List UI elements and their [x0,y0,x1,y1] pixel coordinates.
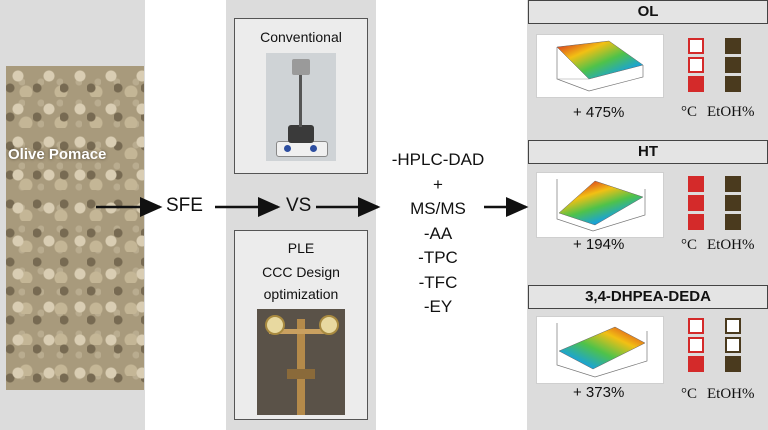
conventional-photo [266,53,336,161]
ple-title: PLE [287,240,315,256]
ple-box: PLE CCC Design optimization [234,230,368,420]
level-cell [725,195,741,211]
result-title-dhpea-deda: 3,4-DHPEA-DEDA [528,285,768,309]
etoh-unit-ol: EtOH% [707,104,755,120]
level-cell [725,38,741,54]
surface-plot-ol [536,34,664,98]
level-cell [688,214,704,230]
analysis-item: -AA [423,223,453,243]
temp-unit-dhpea-deda: °C [681,386,698,402]
etoh-level-ol [725,38,741,92]
level-cell [725,318,741,334]
level-cell [725,356,741,372]
level-cell [688,76,704,92]
ple-design-line: CCC Design [262,264,340,280]
temp-level-ht [688,176,704,230]
surface-plot-dhpea-deda-graphic [556,323,648,378]
temp-level-dhpea-deda [688,318,704,372]
sfe-label: SFE [166,195,203,216]
etoh-level-dhpea-deda [725,318,741,372]
increase-ol: + 475% [573,104,625,121]
temp-unit-ol: °C [681,104,698,120]
analysis-item: + [433,174,443,194]
result-title-ht: HT [528,140,768,164]
olive-pomace-label: Olive Pomace [8,146,107,163]
conventional-box: Conventional [234,18,368,174]
temp-level-ol [688,38,704,92]
analysis-item: -HPLC-DAD [391,150,485,169]
level-cell [725,76,741,92]
result-title-ol: OL [528,0,768,24]
level-cell [725,337,741,353]
level-cell [725,57,741,73]
ple-optimization-line: optimization [263,286,339,302]
olive-pomace-image [6,66,144,390]
level-cell [688,38,704,54]
level-cell [688,195,704,211]
vs-label: VS [286,195,312,216]
level-cell [725,214,741,230]
surface-plot-dhpea-deda [536,316,664,384]
conventional-title: Conventional [260,29,342,45]
temp-unit-ht: °C [681,237,698,253]
analysis-item: MS/MS [410,199,466,218]
analysis-item: -EY [423,297,453,316]
increase-dhpea-deda: + 373% [573,384,625,401]
etoh-unit-ht: EtOH% [707,237,755,253]
analysis-item: -TPC [418,248,458,267]
increase-ht: + 194% [573,236,625,253]
level-cell [725,176,741,192]
etoh-level-ht [725,176,741,230]
analysis-list: -HPLC-DAD + MS/MS -AA -TPC -TFC -EY [376,148,500,320]
analysis-item: -TFC [418,272,458,292]
surface-plot-ol-graphic [556,40,644,92]
surface-plot-ht-graphic [556,179,646,232]
level-cell [688,337,704,353]
ple-photo [257,309,345,415]
surface-plot-ht [536,172,664,238]
level-cell [688,318,704,334]
level-cell [688,356,704,372]
etoh-unit-dhpea-deda: EtOH% [707,386,755,402]
level-cell [688,176,704,192]
level-cell [688,57,704,73]
